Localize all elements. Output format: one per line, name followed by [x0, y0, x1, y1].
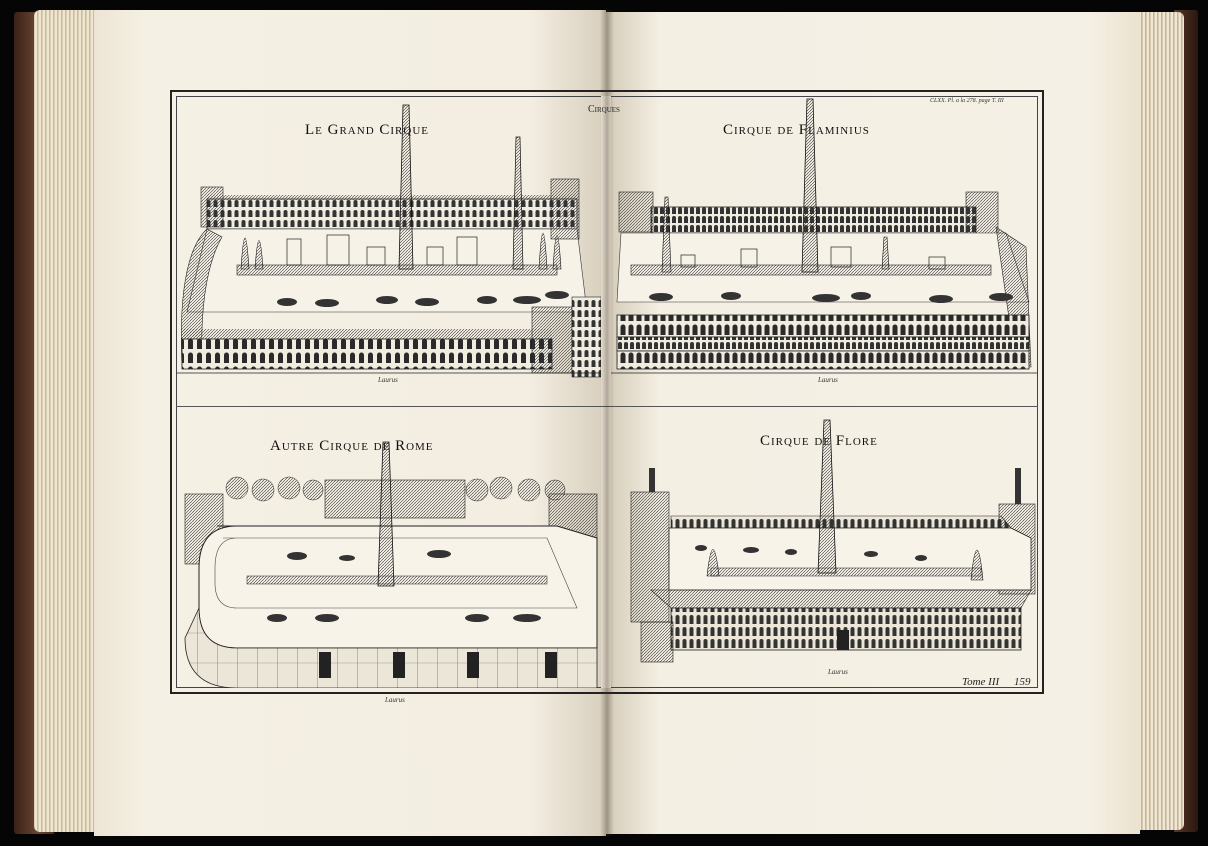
engraver-flaminius: Laurus: [818, 376, 838, 384]
engraved-plate-frame: [170, 90, 1044, 694]
right-page: [606, 12, 1140, 834]
title-cirque-flaminius: Cirque de Flaminius: [723, 122, 870, 138]
book-gutter: [600, 10, 614, 836]
autre-cirque-engraving: [184, 441, 598, 688]
title-grand-cirque: Le Grand Cirque: [305, 122, 429, 138]
plate-reference: CLXX. Pl. a la 278. page T. III: [930, 98, 1004, 104]
grand-cirque-engraving: [177, 104, 601, 378]
panel-grand-cirque: [177, 97, 601, 405]
panel-cirque-flaminius: [611, 97, 1037, 405]
flore-engraving: [630, 419, 1036, 663]
tome-label: Tome III: [962, 676, 1000, 688]
plate-divider: [176, 406, 1038, 407]
panel-cirque-flore: [611, 408, 1037, 688]
plate-fold: [601, 96, 611, 688]
flaminius-engraving: [611, 98, 1037, 374]
title-cirque-flore: Cirque de Flore: [760, 433, 878, 449]
plate-header-word: Cirques: [588, 104, 620, 115]
left-page: [94, 10, 606, 836]
engraver-flore: Laurus: [828, 668, 848, 676]
panel-autre-cirque: [177, 408, 601, 688]
title-autre-cirque: Autre Cirque de Rome: [270, 438, 434, 454]
engraver-grand-cirque: Laurus: [378, 376, 398, 384]
page-number: 159: [1014, 676, 1031, 688]
engraver-autre-cirque: Laurus: [385, 696, 405, 704]
